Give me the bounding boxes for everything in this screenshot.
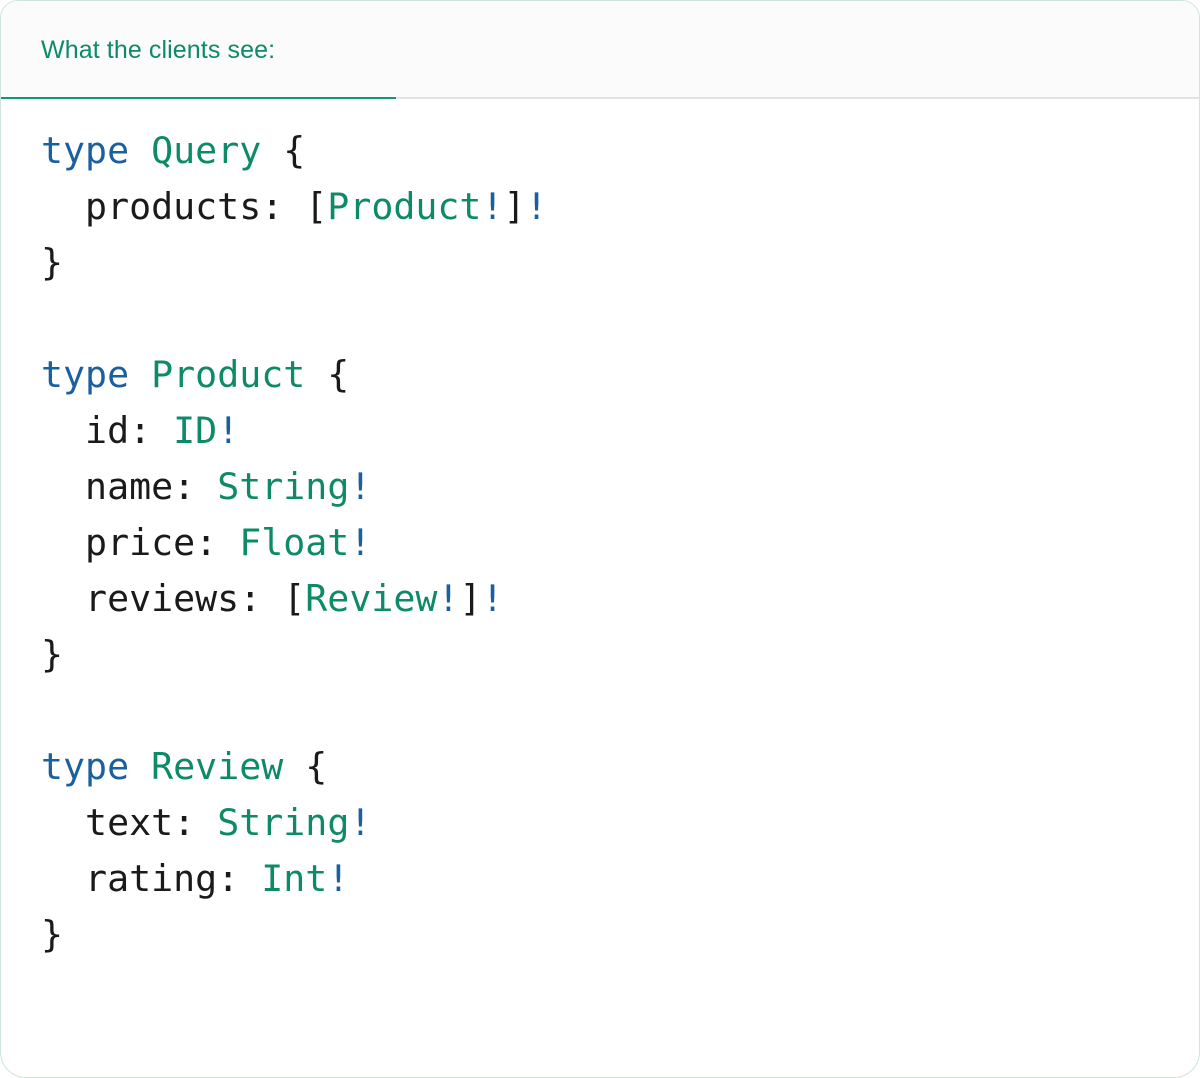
graphql-schema-code[interactable]: type Query { products: [Product!]!} type… [1,99,1199,963]
code-line-2: products: [Product!]! [41,179,1199,235]
token-brace-open: { [283,745,328,788]
token-bang-inner: ! [481,185,504,228]
token-keyword-type: type [41,745,130,788]
token-bang: ! [349,465,372,508]
code-line-15: } [41,907,1199,963]
code-line-3: } [41,235,1199,291]
tab-label: What the clients see: [41,35,276,64]
token-typename-review: Review [305,577,438,620]
token-bang: ! [327,857,350,900]
code-line-10: } [41,627,1199,683]
token-space [129,353,151,396]
token-indent [41,801,85,844]
token-field-reviews: reviews: [85,577,262,620]
code-line-9: reviews: [Review!]! [41,571,1199,627]
token-brace-open: { [305,353,350,396]
token-space [195,465,217,508]
code-line-6: id: ID! [41,403,1199,459]
token-field-text: text: [85,801,196,844]
token-typename-float: Float [239,521,350,564]
token-brace-close: } [41,633,64,676]
token-typename-string: String [217,801,350,844]
code-line-14: rating: Int! [41,851,1199,907]
token-keyword-type: type [41,129,130,172]
token-typename-id: ID [173,409,218,452]
token-typename-product: Product [151,353,306,396]
token-field-rating: rating: [85,857,240,900]
token-keyword-type: type [41,353,130,396]
token-brace-close: } [41,241,64,284]
token-typename-int: Int [261,857,328,900]
token-indent [41,185,85,228]
token-field-products: products: [85,185,284,228]
token-indent [41,521,85,564]
token-space [151,409,173,452]
code-line-11-blank [41,683,1199,739]
token-bracket-close: ] [503,185,526,228]
token-space [129,129,151,172]
token-bang: ! [217,409,240,452]
token-bracket-close: ] [459,577,482,620]
token-space [239,857,261,900]
token-typename-string: String [217,465,350,508]
token-bang-outer: ! [481,577,504,620]
code-line-7: name: String! [41,459,1199,515]
code-line-12: type Review { [41,739,1199,795]
tab-bar: What the clients see: [1,1,1199,101]
code-line-8: price: Float! [41,515,1199,571]
token-brace-close: } [41,913,64,956]
token-brace-open: { [261,129,306,172]
tab-what-the-clients-see[interactable]: What the clients see: [1,1,396,101]
token-indent [41,409,85,452]
token-space [195,801,217,844]
token-bang-inner: ! [437,577,460,620]
token-indent [41,577,85,620]
token-bang: ! [349,801,372,844]
token-indent [41,857,85,900]
token-field-id: id: [85,409,152,452]
code-line-1: type Query { [41,123,1199,179]
code-area: type Query { products: [Product!]!} type… [1,99,1199,963]
token-field-price: price: [85,521,218,564]
token-bracket-open: [ [261,577,306,620]
token-bang-outer: ! [525,185,548,228]
token-bang: ! [349,521,372,564]
token-space [217,521,239,564]
token-field-name: name: [85,465,196,508]
token-bracket-open: [ [283,185,328,228]
token-indent [41,465,85,508]
code-line-13: text: String! [41,795,1199,851]
code-line-5: type Product { [41,347,1199,403]
code-line-4-blank [41,291,1199,347]
token-typename-product: Product [327,185,482,228]
token-typename-review: Review [151,745,284,788]
token-typename-query: Query [151,129,262,172]
token-space [129,745,151,788]
